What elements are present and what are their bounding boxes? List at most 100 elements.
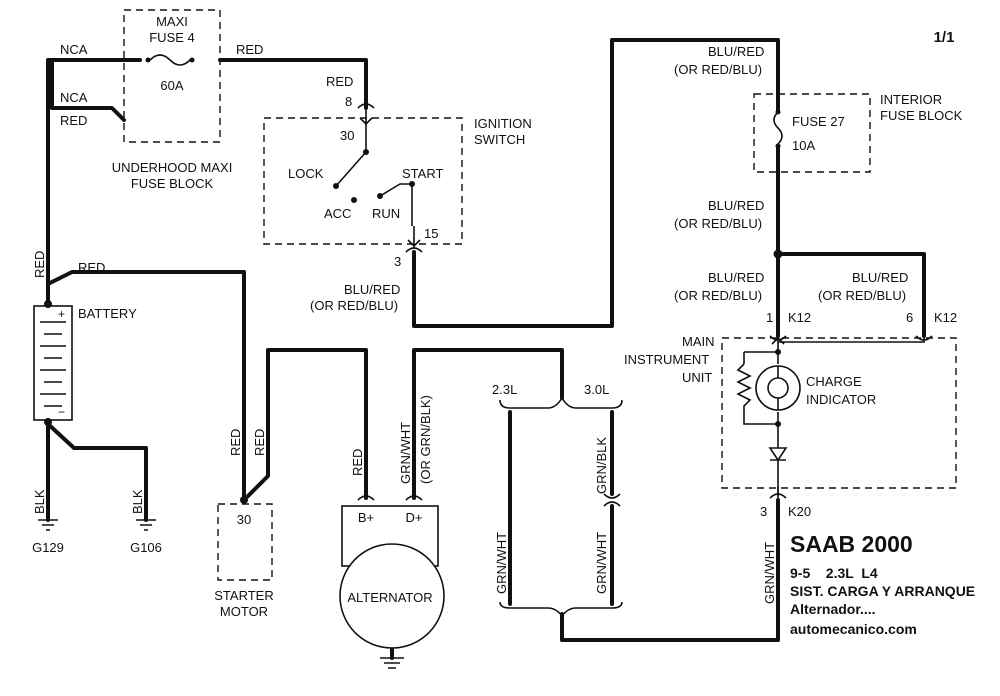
fuse-27-symbol [773,111,783,145]
title-model: SAAB 2000 [790,531,913,557]
starter-name-1: STARTER [214,588,273,603]
instrument-name-2: INSTRUMENT [624,352,709,367]
main-instrument-unit-box [721,337,957,489]
instrument-internal-wiring [736,351,788,496]
label-red-starter-out: RED [252,429,267,456]
interior-fuse-name-1: INTERIOR [880,92,942,107]
ignition-switch-box [263,117,463,245]
charge-indicator-label-1: CHARGE [806,374,862,389]
ignition-name-2: SWITCH [474,132,525,147]
label-blu-red-ignition: BLU/RED [344,282,400,297]
interior-fuse-name-2: FUSE BLOCK [880,108,963,123]
engine-3.0l: 3.0L [584,382,609,397]
label-nca-top: NCA [60,42,88,57]
label-blu-red-mid: BLU/RED [708,198,764,213]
instrument-pin-6: 6 [906,310,913,325]
ground-g106: G106 [130,540,162,555]
fuse-maxi-label: MAXI [156,14,188,29]
fuse-block-name-1: UNDERHOOD MAXI [112,160,233,175]
instrument-name-1: MAIN [682,334,715,349]
alternator-name: ALTERNATOR [347,590,432,605]
fuse-block-name-2: FUSE BLOCK [131,176,214,191]
label-grn-wht-3.0l: GRN/WHT [594,532,609,594]
ground-g129: G129 [32,540,64,555]
wire-red-battery-starter [46,270,246,502]
ground-g129-symbol [38,519,58,531]
battery-symbol [33,305,73,421]
fuse-4-rating: 60A [160,78,183,93]
fuse-4-label: FUSE 4 [149,30,195,45]
instrument-name-3: UNIT [682,370,712,385]
ignition-lock: LOCK [288,166,324,181]
page-number: 1/1 [934,29,955,46]
ignition-lever [335,151,367,187]
label-or-red-blu-ignition: (OR RED/BLU) [310,298,398,313]
interior-fuse-block [753,93,871,173]
label-red-ignition: RED [326,74,353,89]
label-or-red-blu-mid: (OR RED/BLU) [674,216,762,231]
ignition-start-contact [379,183,412,197]
title-system: SIST. CARGA Y ARRANQUE [790,583,975,599]
wire-grn-wht-d-plus [412,348,564,500]
alternator-symbol [339,543,445,649]
connector-3.0l [603,493,621,507]
label-nca-bottom: NCA [60,90,88,105]
battery-minus: − [58,405,65,419]
label-red-alternator: RED [350,449,365,476]
bracket-top [499,396,623,409]
label-red-fuse: RED [60,113,87,128]
wire-red-starter-alternator [242,348,368,502]
wire-grn-wht-return [560,498,780,642]
ground-g106-symbol [136,519,156,531]
fuse-27-rating: 10A [792,138,815,153]
connector-k12-pin6 [778,335,933,343]
instrument-conn-k12-a: K12 [788,310,811,325]
connector-k20 [769,486,787,499]
starter-name-2: MOTOR [220,604,268,619]
label-red-starter: RED [78,260,105,275]
instrument-conn-k20: K20 [788,504,811,519]
label-grn-blk-3.0l: GRN/BLK [594,437,609,494]
battery-label: BATTERY [78,306,137,321]
label-blu-red-pin1: BLU/RED [708,270,764,285]
alternator-b-plus-connector [357,495,375,501]
starter-motor-box [217,503,273,581]
instrument-conn-k12-b: K12 [934,310,957,325]
alternator-b-plus: B+ [358,510,374,525]
wire-nca [50,58,126,122]
charge-indicator-label-2: INDICATOR [806,392,876,407]
wire-blk-g106 [46,422,148,522]
title-site: automecanico.com [790,621,917,637]
ignition-pin-30: 30 [340,128,354,143]
alternator-ground-symbol [380,657,404,669]
label-red-battery: RED [32,251,47,278]
connector-15 [405,226,423,253]
label-or-grn-blk: (OR GRN/BLK) [418,395,433,484]
wire-red-battery-feed [46,58,142,306]
alternator-d-plus-connector [405,495,423,501]
ignition-acc: ACC [324,206,351,221]
alternator-d-plus: D+ [406,510,423,525]
label-blk-g129: BLK [32,489,47,514]
ignition-name-1: IGNITION [474,116,532,131]
battery-cells [40,321,66,407]
label-or-red-blu-pin6: (OR RED/BLU) [818,288,906,303]
ignition-run: RUN [372,206,400,221]
label-or-red-blu-top: (OR RED/BLU) [674,62,762,77]
underhood-fuse-block [123,9,221,143]
instrument-pin-3: 3 [760,504,767,519]
label-grn-wht-k20: GRN/WHT [762,542,777,604]
label-grn-wht-2.3l: GRN/WHT [494,532,509,594]
wire-blu-red-ignition-out [412,38,780,328]
wire-red-fuse-to-ignition [218,58,368,110]
label-grn-wht-d-plus: GRN/WHT [398,422,413,484]
label-or-red-blu-pin1: (OR RED/BLU) [674,288,762,303]
instrument-pin-1: 1 [766,310,773,325]
bracket-bottom [499,601,623,618]
ignition-pin-15: 15 [424,226,438,241]
title-sub: Alternador.... [790,601,876,617]
title-engine: 9-5 2.3L L4 [790,565,878,581]
wire-blu-red-branch [776,252,926,338]
